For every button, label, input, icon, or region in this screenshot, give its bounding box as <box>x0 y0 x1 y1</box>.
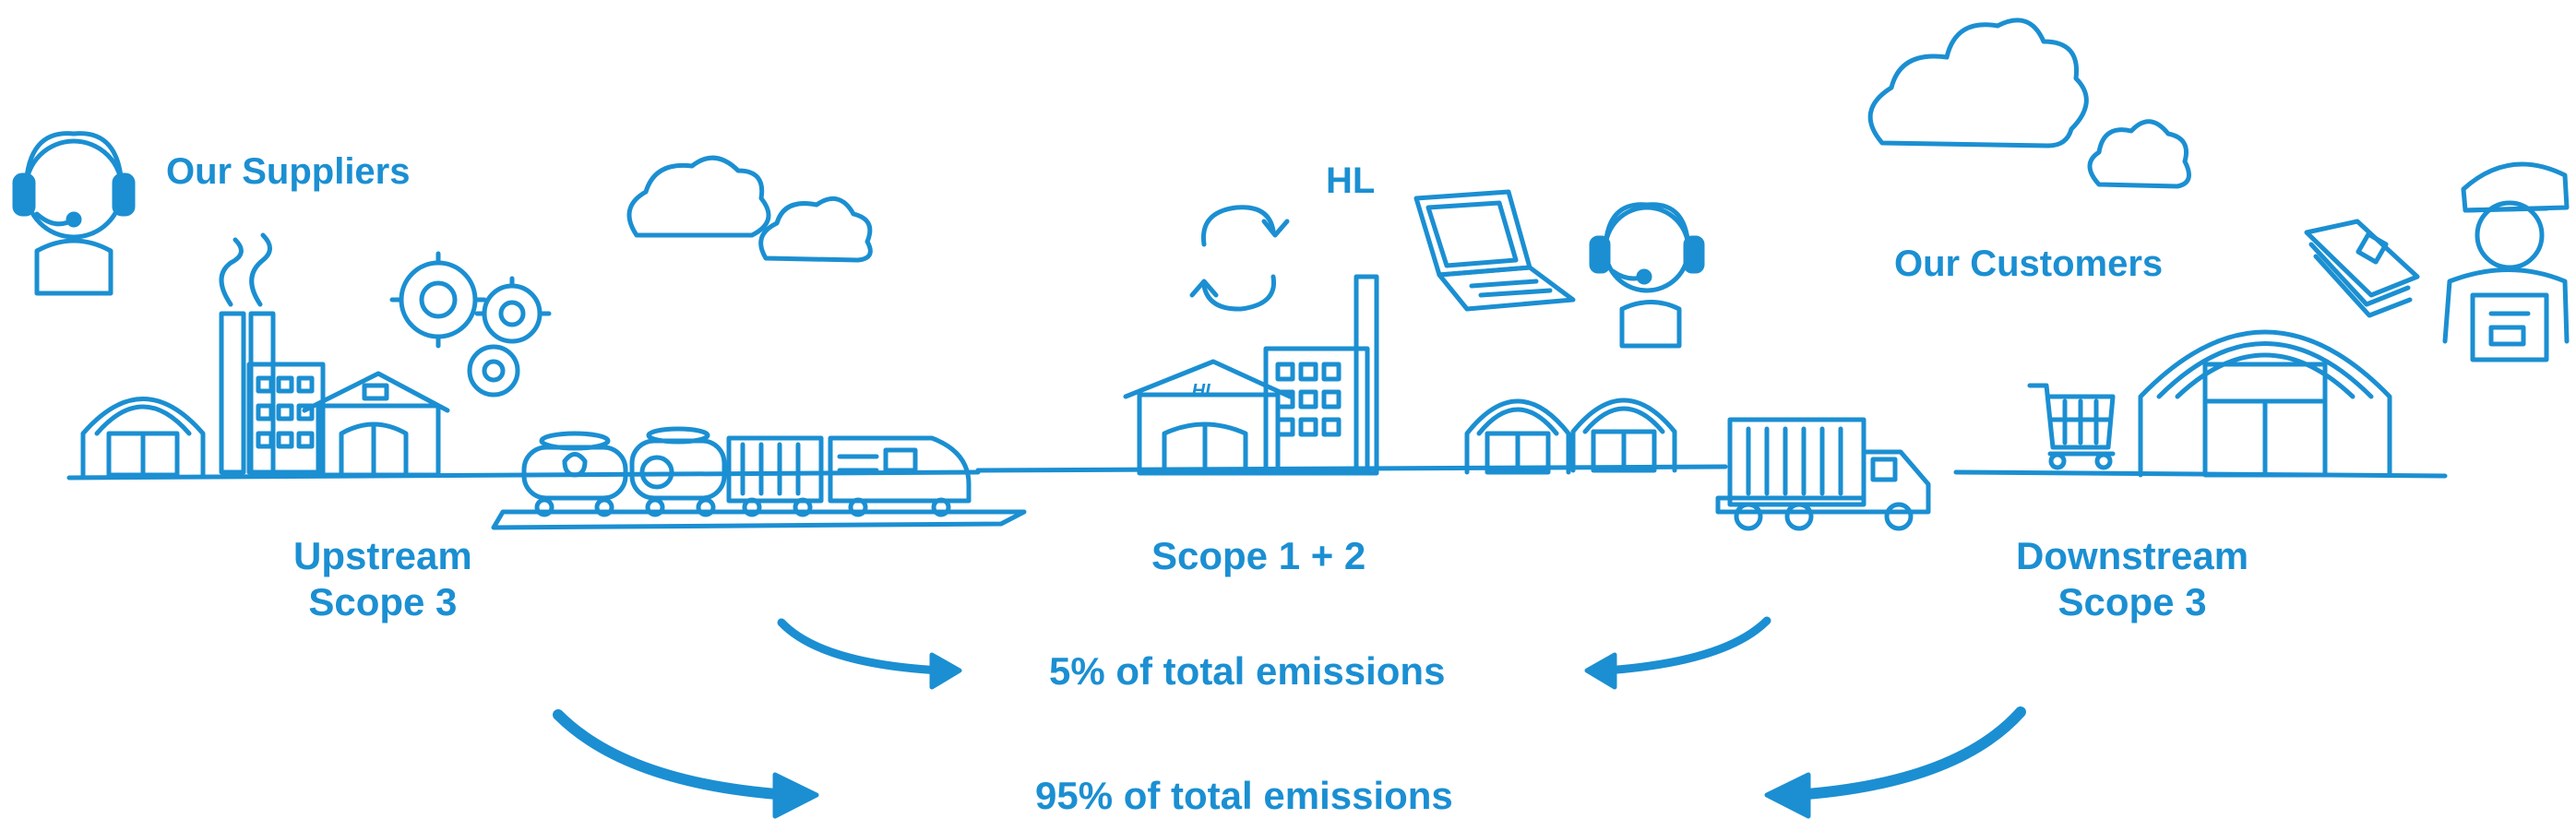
emissions-large-label: 95% of total emissions <box>1035 773 1453 819</box>
shopping-cart-icon <box>2030 386 2113 468</box>
warehouse-icon-left <box>83 399 203 476</box>
cloud-icon-left-2 <box>761 198 871 260</box>
warehouse-icon-right <box>2141 332 2390 475</box>
house-icon-left <box>304 374 447 475</box>
truck-icon <box>1718 420 1928 528</box>
hl-building-logo: HL <box>1192 381 1217 401</box>
tank-train-icon <box>494 429 1024 528</box>
upstream-scope-label: Upstream Scope 3 <box>293 533 472 626</box>
emissions-small-label: 5% of total emissions <box>1049 648 1445 694</box>
downstream-line2: Scope 3 <box>2016 579 2248 625</box>
money-icon <box>2307 221 2417 315</box>
headset-person-icon-left <box>15 134 133 293</box>
factory-icon-left <box>221 235 323 472</box>
customers-heading: Our Customers <box>1894 242 2163 286</box>
arrow-icon-upstream-large <box>558 715 817 816</box>
cloud-icon-right-2 <box>2090 122 2189 186</box>
warehouse-icon-center-2 <box>1573 400 1675 470</box>
ground-line-right <box>1956 472 2445 476</box>
headset-person-icon-center <box>1592 205 1702 346</box>
refresh-arrows-icon <box>1192 208 1287 309</box>
downstream-line1: Downstream <box>2016 533 2248 579</box>
laptop-icon <box>1416 192 1573 309</box>
gears-icon <box>392 254 549 395</box>
cloud-icon-right-1 <box>1870 20 2086 146</box>
arrow-icon-upstream-small <box>781 623 960 687</box>
upstream-line2: Scope 3 <box>293 579 472 625</box>
downstream-scope-label: Downstream Scope 3 <box>2016 533 2248 626</box>
arrow-icon-downstream-large <box>1767 712 2021 816</box>
hl-heading: HL <box>1326 159 1375 203</box>
suppliers-heading: Our Suppliers <box>166 149 411 194</box>
upstream-line1: Upstream <box>293 533 472 579</box>
cloud-icon-left-1 <box>629 158 769 235</box>
center-scope-label: Scope 1 + 2 <box>1151 533 1366 579</box>
delivery-person-icon <box>2445 164 2567 360</box>
arrow-icon-downstream-small <box>1587 621 1767 687</box>
warehouse-icon-center-1 <box>1467 401 1568 472</box>
